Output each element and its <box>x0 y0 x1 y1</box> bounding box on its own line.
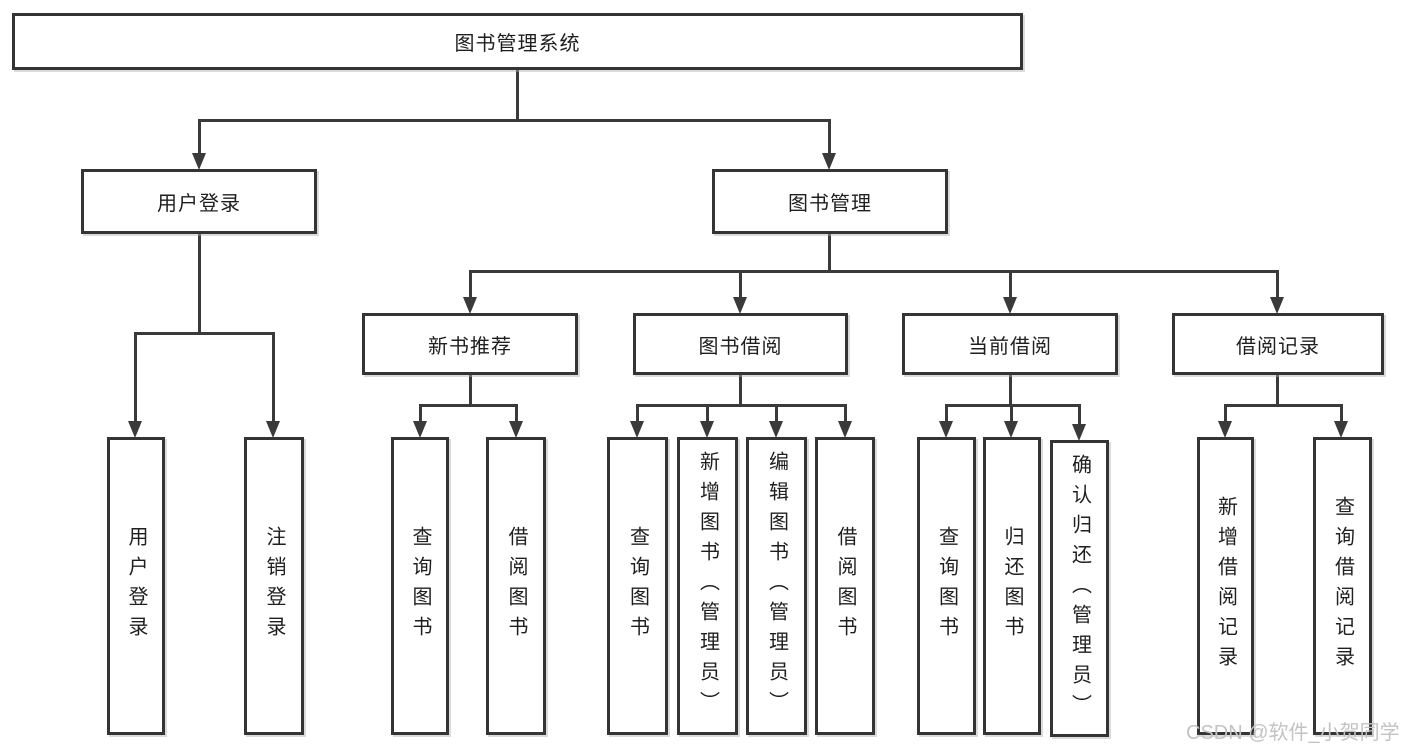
connector-drop-cb-confirm <box>1078 404 1081 427</box>
connector-level2-bar <box>198 119 831 122</box>
arrowhead-bb-add <box>700 421 714 438</box>
connector-drop-login <box>134 332 137 424</box>
node-bb-edit-book: 编辑图书（管理员） <box>746 437 807 735</box>
node-bb-add-book-label: 新增图书（管理员） <box>696 451 719 721</box>
connector-drop-user-login <box>198 119 201 157</box>
node-book-borrow: 图书借阅 <box>633 313 848 375</box>
node-br-query-record-label: 查询借阅记录 <box>1331 496 1354 676</box>
connector-book-management-stem <box>828 233 831 272</box>
node-logout-label: 注销登录 <box>263 526 285 646</box>
connector-drop-br-add <box>1224 404 1227 424</box>
node-book-borrow-label: 图书借阅 <box>698 335 783 358</box>
node-new-book-recommend: 新书推荐 <box>362 313 578 375</box>
connector-borrow-record-bar <box>1224 404 1343 407</box>
arrowhead-nb-query <box>413 421 427 438</box>
arrowhead-br-add <box>1218 421 1232 438</box>
arrowhead-user-login <box>192 153 206 170</box>
node-nb-query-book: 查询图书 <box>391 437 449 735</box>
connector-drop-logout <box>272 332 275 424</box>
node-borrow-record-label: 借阅记录 <box>1236 335 1320 358</box>
arrowhead-bb-borrow <box>838 421 852 438</box>
node-br-add-record: 新增借阅记录 <box>1197 437 1254 735</box>
connector-drop-cb-return <box>1010 404 1013 424</box>
connector-drop-cb-query <box>945 404 948 424</box>
node-nb-borrow-book: 借阅图书 <box>486 437 546 735</box>
arrowhead-nb-borrow <box>509 421 523 438</box>
connector-book-borrow-stem <box>739 375 742 407</box>
arrowhead-login <box>128 421 142 438</box>
connector-drop-bb-query <box>636 404 639 424</box>
node-bb-borrow-book-label: 借阅图书 <box>834 526 856 646</box>
connector-current-borrow-stem <box>1009 375 1012 407</box>
node-new-book-recommend-label: 新书推荐 <box>428 335 512 358</box>
node-root-label: 图书管理系统 <box>454 33 581 55</box>
arrowhead-book-management <box>822 153 836 170</box>
node-cb-return-book-label: 归还图书 <box>1001 526 1023 646</box>
node-nb-borrow-book-label: 借阅图书 <box>505 526 527 646</box>
node-cb-confirm-return: 确认归还（管理员） <box>1050 440 1109 737</box>
node-login-label: 用户登录 <box>125 526 147 646</box>
node-current-borrow: 当前借阅 <box>902 313 1118 375</box>
csdn-watermark: CSDN @软件_小贺同学 <box>1186 722 1400 744</box>
node-current-borrow-label: 当前借阅 <box>968 335 1052 358</box>
arrowhead-book-borrow <box>733 297 747 314</box>
connector-drop-nb-query <box>419 404 422 424</box>
connector-drop-br-query <box>1340 404 1343 424</box>
node-br-add-record-label: 新增借阅记录 <box>1214 496 1237 676</box>
node-bb-borrow-book: 借阅图书 <box>815 437 875 735</box>
connector-borrow-record-stem <box>1276 375 1279 407</box>
arrowhead-cb-query <box>939 421 953 438</box>
connector-drop-bb-borrow <box>844 404 847 424</box>
connector-user-login-bar <box>134 332 275 335</box>
connector-drop-new-book-recommend <box>469 270 472 300</box>
connector-new-book-stem <box>469 375 472 407</box>
node-br-query-record: 查询借阅记录 <box>1313 437 1372 735</box>
arrowhead-cb-return <box>1004 421 1018 438</box>
arrowhead-cb-confirm <box>1072 424 1086 441</box>
arrowhead-bb-query <box>630 421 644 438</box>
arrowhead-bb-edit <box>769 421 783 438</box>
connector-new-book-bar <box>419 404 518 407</box>
node-borrow-record: 借阅记录 <box>1172 313 1384 375</box>
connector-book-borrow-bar <box>636 404 846 407</box>
connector-root-stem <box>516 69 519 120</box>
connector-drop-borrow-record <box>1276 270 1279 300</box>
connector-drop-book-management <box>828 119 831 157</box>
node-bb-query-book-label: 查询图书 <box>626 526 649 646</box>
arrowhead-br-query <box>1334 421 1348 438</box>
node-bb-edit-book-label: 编辑图书（管理员） <box>765 451 788 721</box>
arrowhead-new-book-recommend <box>463 297 477 314</box>
arrowhead-current-borrow <box>1003 297 1017 314</box>
node-book-management: 图书管理 <box>712 169 948 234</box>
node-root: 图书管理系统 <box>12 13 1023 70</box>
connector-drop-bb-edit <box>775 404 778 424</box>
node-cb-query-book-label: 查询图书 <box>935 526 958 646</box>
node-cb-return-book: 归还图书 <box>983 437 1041 735</box>
arrowhead-logout <box>266 421 280 438</box>
connector-user-login-stem <box>198 233 201 334</box>
connector-drop-current-borrow <box>1009 270 1012 300</box>
node-user-login-label: 用户登录 <box>157 193 241 215</box>
node-cb-query-book: 查询图书 <box>917 437 976 735</box>
node-nb-query-book-label: 查询图书 <box>409 526 431 646</box>
connector-level3-bar <box>469 270 1279 273</box>
node-bb-add-book: 新增图书（管理员） <box>677 437 738 735</box>
node-login: 用户登录 <box>107 437 165 735</box>
connector-drop-nb-borrow <box>515 404 518 424</box>
node-book-management-label: 图书管理 <box>788 193 872 215</box>
arrowhead-borrow-record <box>1270 297 1284 314</box>
node-cb-confirm-return-label: 确认归还（管理员） <box>1068 453 1091 724</box>
connector-drop-book-borrow <box>739 270 742 300</box>
node-user-login: 用户登录 <box>81 169 317 234</box>
connector-drop-bb-add <box>706 404 709 424</box>
node-logout: 注销登录 <box>244 437 304 735</box>
node-bb-query-book: 查询图书 <box>607 437 668 735</box>
